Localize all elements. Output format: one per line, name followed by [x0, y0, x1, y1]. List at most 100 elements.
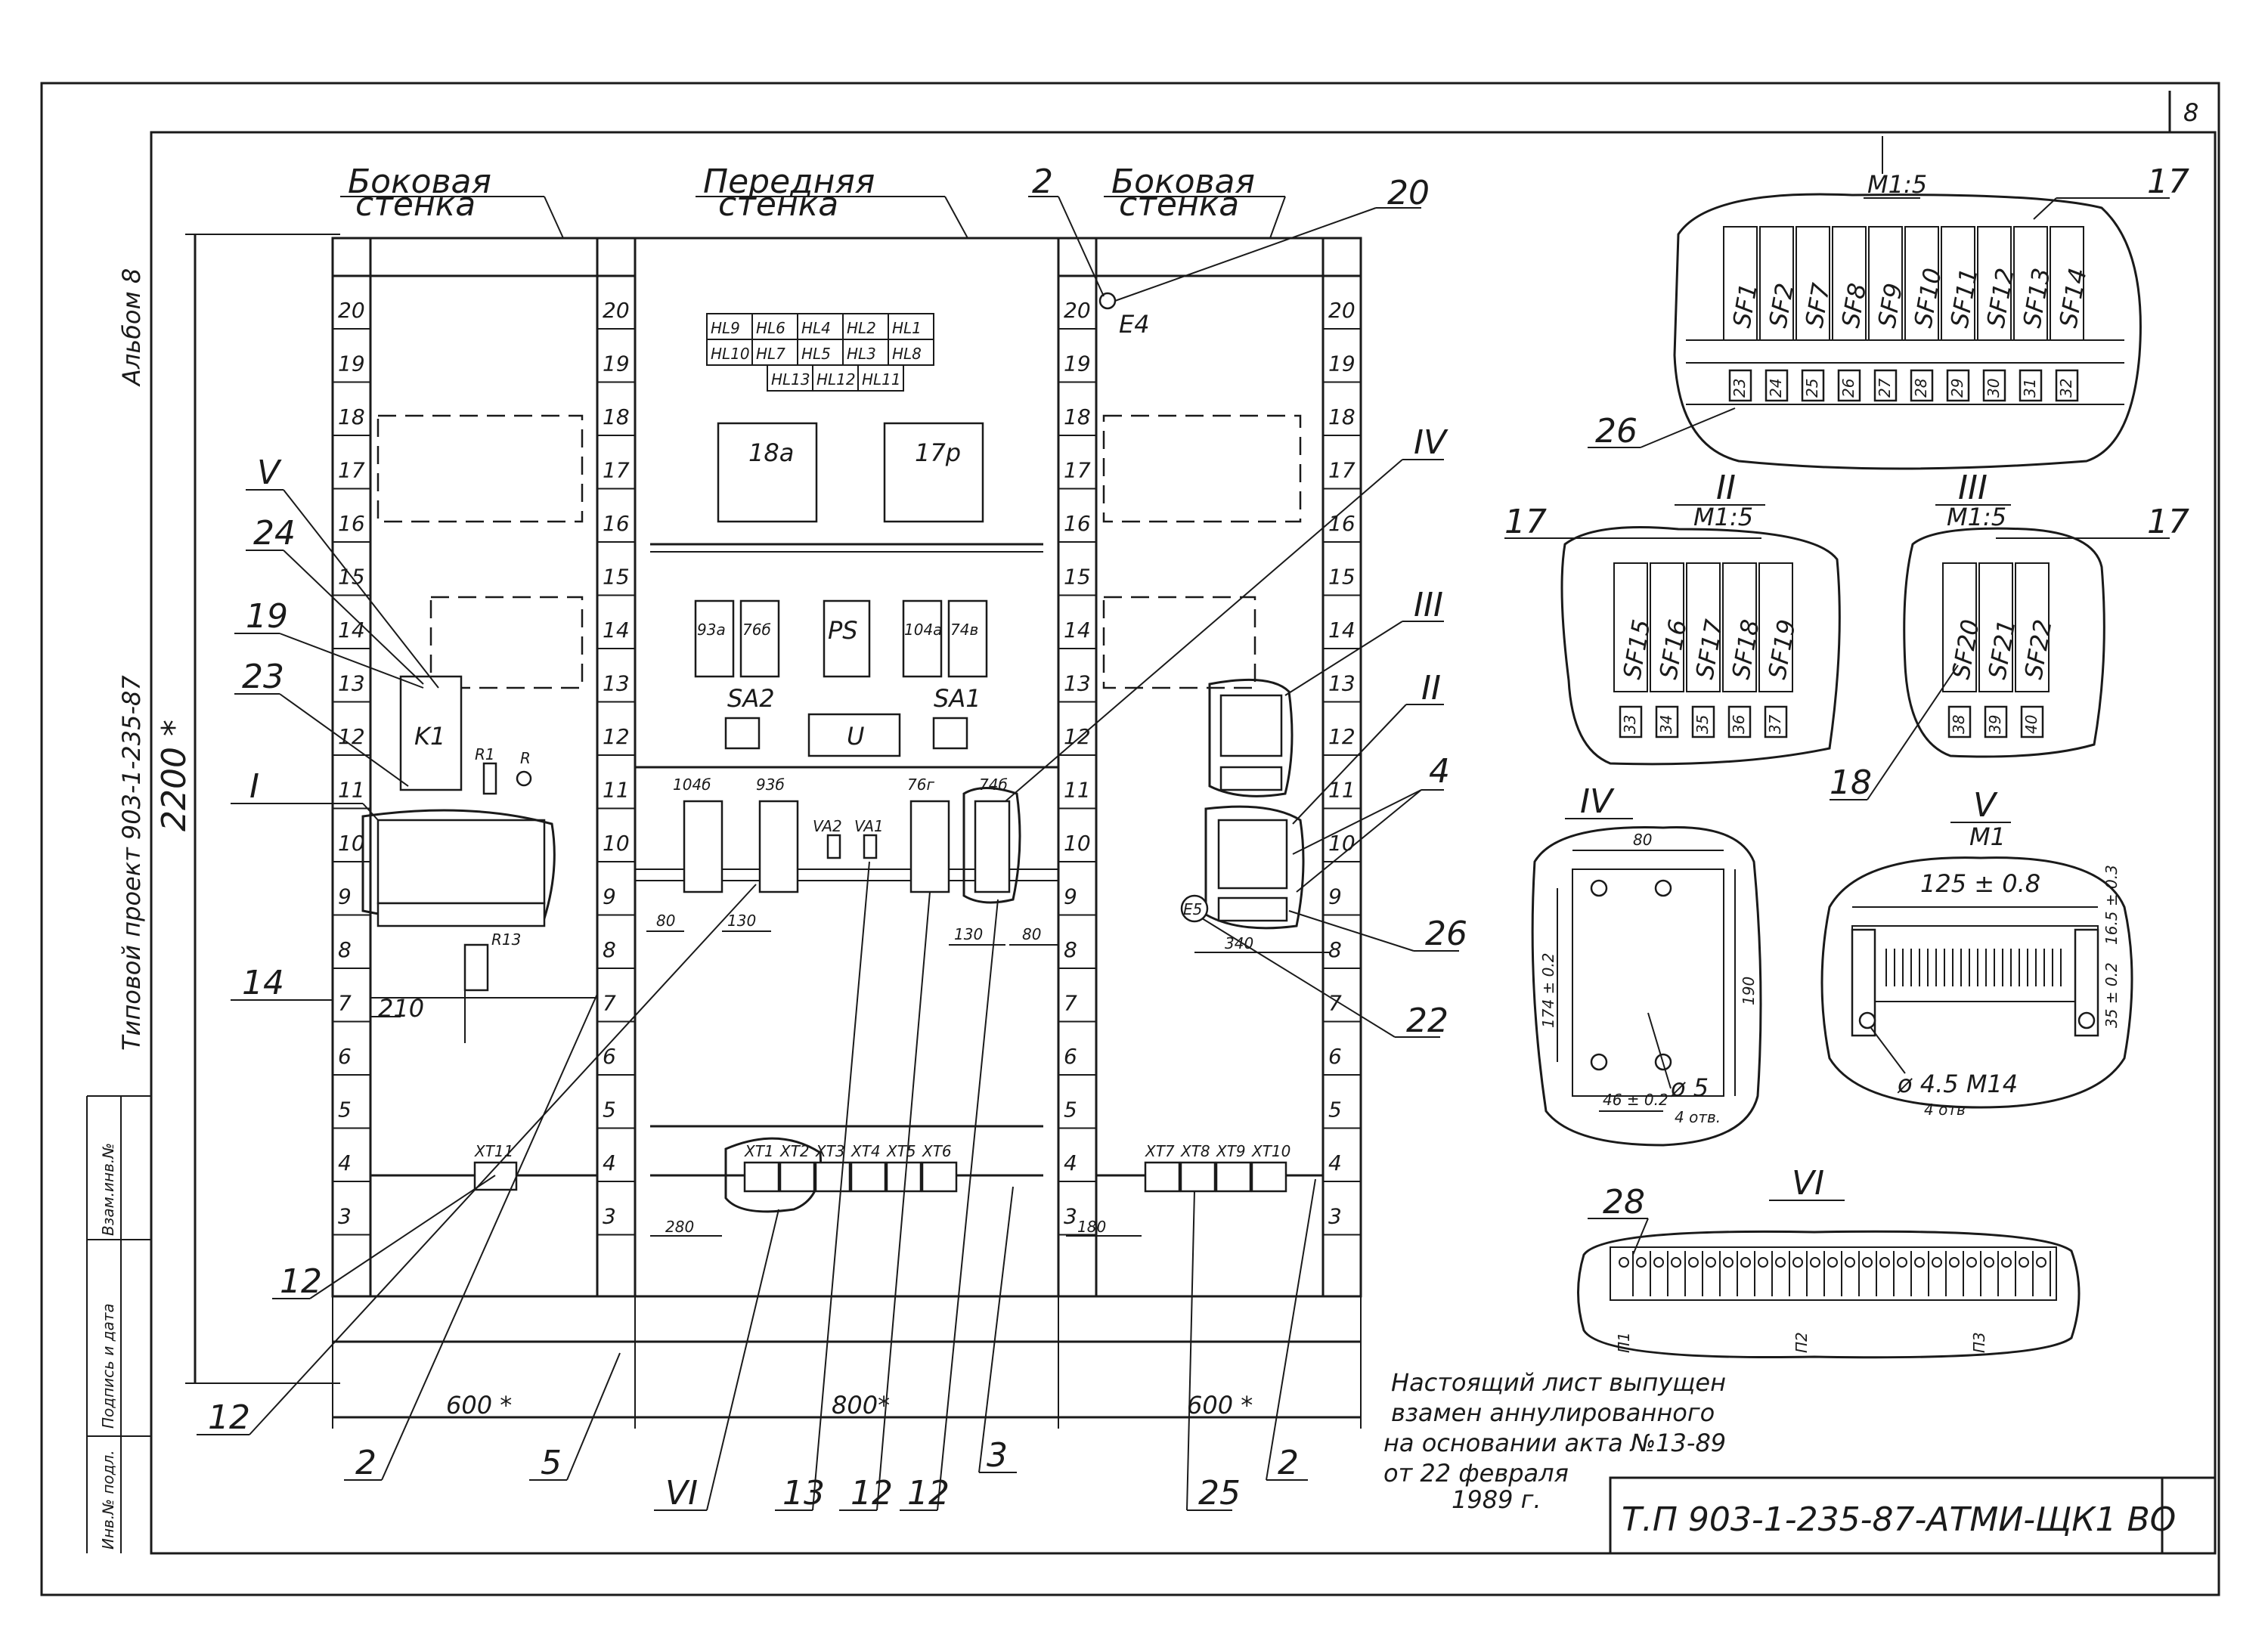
breaker-label-sf22: SF22 [2019, 618, 2057, 682]
lamp-e4 [1098, 292, 1117, 310]
rail-number-1-10: 10 [603, 831, 630, 856]
callout-14: 14 [242, 964, 284, 1002]
breaker-label-sf14: SF14 [2053, 266, 2092, 330]
view-ii-pointer-17: 17 [1504, 503, 1547, 541]
callout-26: 26 [1425, 915, 1467, 953]
rail-number-3-8: 8 [1328, 937, 1342, 962]
terminal-cell-label-29: 29 [1948, 379, 1966, 398]
lamp-hl8 [888, 339, 934, 366]
rail-number-2-15: 15 [1064, 565, 1091, 590]
device-76b [739, 599, 780, 678]
terminal-cell-26 [1837, 369, 1861, 402]
rail-number-3-7: 7 [1328, 991, 1342, 1016]
device-104a [902, 599, 943, 678]
view-v-height-2: 35 ± 0.2 [2102, 962, 2121, 1028]
sa1-label: SA1 [934, 684, 981, 713]
callout-VI: VI [665, 1474, 698, 1513]
r-label: R [520, 749, 531, 767]
terminal-cell-30 [1982, 369, 2006, 402]
terminal-label-xt5: XT5 [886, 1142, 916, 1160]
view-iii-label-18: 18 [1830, 763, 1872, 802]
view-iv-plate [1572, 868, 1724, 1097]
right-wall-subtitle: стенка [1119, 185, 1239, 224]
callout-III: III [1414, 586, 1443, 624]
device-18a [717, 422, 818, 523]
lamp-label-hl7: HL7 [756, 345, 785, 363]
terminal-cell-label-31: 31 [2021, 379, 2039, 398]
k1-label: K1 [414, 722, 445, 751]
terminal-cell-34 [1655, 705, 1679, 738]
lamp-label-hl12: HL12 [816, 370, 856, 389]
view-vi-title: VI [1792, 1164, 1824, 1203]
width-600-right: 600 * [1187, 1391, 1253, 1420]
view-iv-hole-count: 4 отв. [1675, 1108, 1721, 1126]
view-iii-pointer-17: 17 [2147, 503, 2189, 541]
terminal-cell-label-40: 40 [2022, 715, 2040, 734]
note-line-5: 1989 г. [1452, 1485, 1541, 1514]
rail-number-0-5: 5 [338, 1098, 352, 1122]
callout-20: 20 [1387, 174, 1430, 212]
front-wall-subtitle: стенка [718, 185, 838, 224]
lamp-hl11 [857, 364, 904, 392]
terminal-xt1 [743, 1161, 780, 1193]
view-iv-outline [962, 787, 1021, 904]
callout-12-b: 12 [208, 1398, 250, 1437]
breaker-sf22 [2015, 562, 2050, 692]
height-dimension: 2200 * [155, 720, 194, 831]
device-u-label: U [847, 722, 864, 751]
ammeter-va1 [863, 834, 878, 859]
callout-4: 4 [1429, 752, 1450, 791]
callout-12-d: 12 [907, 1474, 950, 1513]
dim-130b: 130 [954, 925, 983, 943]
rail-number-1-13: 13 [603, 671, 630, 696]
terminal-cell-label-26: 26 [1839, 379, 1857, 398]
terminal-cell-23 [1728, 369, 1752, 402]
view-iv-width: 80 [1633, 831, 1652, 849]
terminal-xt7 [1144, 1161, 1181, 1193]
callout-2-a: 2 [355, 1444, 376, 1482]
rail-number-1-16: 16 [603, 511, 630, 536]
terminal-cell-label-24: 24 [1767, 379, 1785, 398]
dim-180: 180 [1077, 1218, 1106, 1236]
terminal-cell-33 [1619, 705, 1643, 738]
rail-number-2-17: 17 [1064, 458, 1091, 483]
left-rail-b [596, 237, 637, 1298]
terminal-xt3 [814, 1161, 851, 1193]
view-ii-title: II [1716, 469, 1736, 507]
terminal-cell-label-33: 33 [1621, 715, 1639, 734]
e5-label: E5 [1183, 900, 1202, 918]
rail-number-0-7: 7 [338, 991, 352, 1016]
rail-number-0-13: 13 [338, 671, 365, 696]
terminal-cell-label-28: 28 [1912, 379, 1930, 398]
xt11-label: XT11 [474, 1142, 513, 1160]
terminal-row-26-left [376, 902, 546, 927]
rail-number-0-19: 19 [338, 351, 365, 376]
stamp-cell-3: Инв.№ подл. [99, 1450, 117, 1550]
rail-number-3-3: 3 [1328, 1204, 1342, 1229]
rail-number-3-19: 19 [1328, 351, 1356, 376]
device-u [807, 713, 901, 757]
rail-number-0-9: 9 [338, 884, 352, 909]
view-iv-hole: ø 5 [1670, 1073, 1709, 1102]
terminal-cell-label-35: 35 [1693, 715, 1712, 734]
switch-sa2 [724, 717, 761, 750]
right-rail [1321, 237, 1362, 1298]
rail-number-0-17: 17 [338, 458, 365, 483]
note-line-4: от 22 февраля [1383, 1459, 1569, 1488]
view-iii-title: III [1958, 469, 1988, 507]
rail-number-1-4: 4 [603, 1150, 616, 1175]
terminal-cell-37 [1764, 705, 1788, 738]
callout-13: 13 [782, 1474, 825, 1513]
rail-number-1-12: 12 [603, 724, 630, 749]
rail-number-0-3: 3 [338, 1204, 352, 1229]
outer-frame [40, 82, 2220, 1596]
terminal-cell-40 [2020, 705, 2044, 738]
rail-number-0-10: 10 [338, 831, 365, 856]
revision-note: Настоящий лист выпущен взамен аннулирова… [1383, 1368, 1726, 1514]
rail-number-2-13: 13 [1064, 671, 1091, 696]
rail-number-2-18: 18 [1064, 404, 1091, 429]
